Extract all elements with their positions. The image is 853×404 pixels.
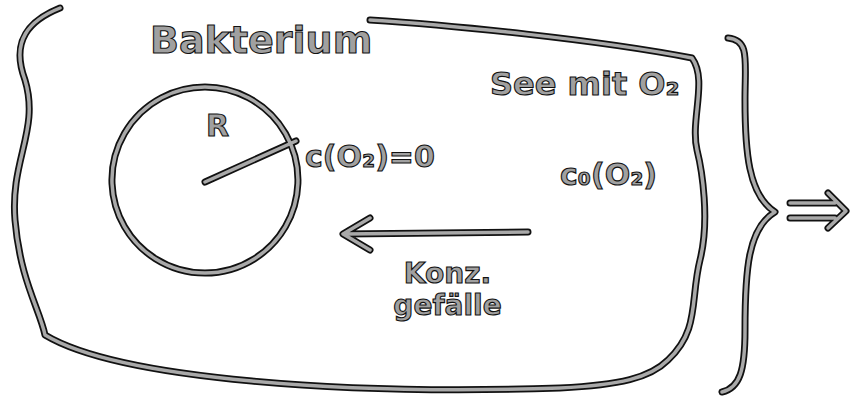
lake-region: See mit O₂c₀(O₂)BakteriumR — [0, 0, 715, 400]
bacterium-circle: BakteriumR — [110, 85, 300, 275]
outline-shadow — [14, 8, 704, 390]
outline-shadow — [112, 87, 298, 273]
outline-stroke — [112, 87, 298, 273]
gradient-arrow — [343, 218, 528, 250]
outline — [110, 85, 300, 275]
implies-arrow — [790, 193, 846, 228]
lake-title: See mit O₂ — [490, 66, 680, 103]
gradient-label: Konz. gefälle — [360, 258, 535, 322]
closing-bracket — [722, 38, 775, 392]
bacterium-title: Bakterium — [150, 19, 372, 63]
outline-stroke — [14, 8, 704, 390]
surface-concentration: c(O₂)=0 — [305, 140, 435, 175]
radius-label: R — [206, 109, 229, 144]
concentration-label: c₀(O₂) — [560, 158, 657, 193]
